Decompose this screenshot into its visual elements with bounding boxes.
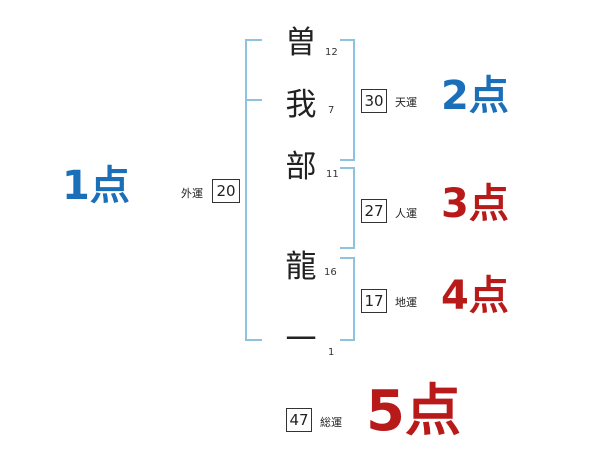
total-fortune-value: 47: [286, 408, 312, 432]
earth-fortune-score: 4点: [441, 273, 509, 319]
person-bracket: [340, 167, 355, 249]
earth-fortune-value: 17: [361, 289, 387, 313]
earth-bracket: [340, 257, 355, 341]
name-char-4: 龍: [285, 249, 317, 285]
outer-fortune-score: 1点: [62, 163, 130, 209]
person-fortune-value: 27: [361, 199, 387, 223]
heaven-fortune-value: 30: [361, 89, 387, 113]
outer-fortune-value: 20: [212, 179, 240, 203]
stroke-count-2: 7: [328, 105, 335, 116]
name-char-2: 我: [285, 87, 317, 123]
stroke-count-1: 12: [325, 47, 338, 58]
outer-fortune-label: 外運: [181, 187, 203, 200]
name-char-3: 部: [285, 149, 317, 185]
heaven-bracket: [340, 39, 355, 161]
stroke-count-4: 16: [324, 267, 337, 278]
person-fortune-label: 人運: [395, 207, 417, 220]
stroke-count-3: 11: [326, 169, 339, 180]
name-char-1: 曽: [285, 25, 317, 61]
stroke-count-5: 1: [328, 347, 335, 358]
heaven-fortune-score: 2点: [441, 73, 509, 119]
person-fortune-score: 3点: [441, 181, 509, 227]
outer-bracket: [245, 39, 262, 341]
total-fortune-label: 総運: [320, 416, 342, 429]
name-char-5: 一: [285, 322, 317, 358]
heaven-fortune-label: 天運: [395, 96, 417, 109]
earth-fortune-label: 地運: [395, 296, 417, 309]
total-fortune-score: 5点: [366, 379, 461, 444]
